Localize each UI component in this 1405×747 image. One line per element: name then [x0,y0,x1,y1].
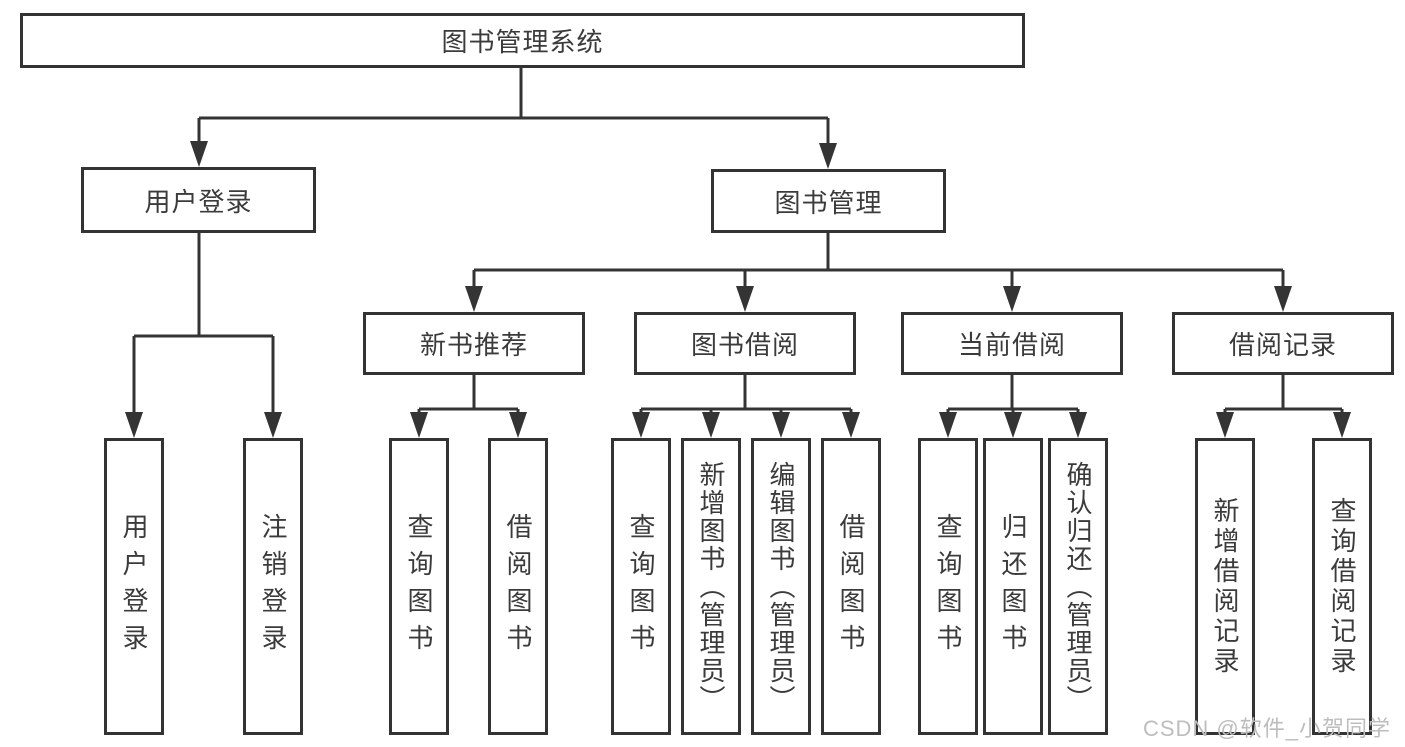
leaf-current-query-label: 查询图书 [933,512,963,661]
node-book-management-label: 图书管理 [774,187,883,218]
arrowhead [264,412,282,438]
arrowhead [1274,286,1292,312]
arrowhead [1216,412,1234,438]
leaf-records-add-label: 新增借阅记录 [1210,496,1240,677]
arrowhead [1003,286,1021,312]
arrowhead [842,412,860,438]
arrowhead [819,143,837,169]
arrowhead [632,412,650,438]
leaf-records-add: 新增借阅记录 [1195,438,1255,735]
leaf-current-return: 归还图书 [983,438,1043,735]
leaf-newbook-borrow: 借阅图书 [488,438,548,735]
node-current-borrow-label: 当前借阅 [957,330,1066,360]
leaf-user-login-label: 用户登录 [119,512,149,661]
watermark-credit: CSDN @软件_小贺同学 [1142,716,1391,741]
leaf-newbook-query: 查询图书 [389,438,449,735]
arrowhead [939,412,957,438]
node-borrow-records: 借阅记录 [1172,312,1394,375]
arrowhead [410,412,428,438]
leaf-current-confirm-admin-label: 确认归还（管理员） [1063,460,1093,713]
arrowhead [1004,412,1022,438]
arrowhead [702,412,720,438]
leaf-current-confirm-admin: 确认归还（管理员） [1048,438,1108,735]
arrowhead [125,412,143,438]
arrowhead [1333,412,1351,438]
node-book-borrow-label: 图书借阅 [690,330,799,360]
arrowheads [125,141,1351,438]
leaf-user-login: 用户登录 [104,438,164,735]
leaf-logout-label: 注销登录 [258,512,288,661]
leaf-current-return-label: 归还图书 [998,512,1028,661]
arrowhead [509,412,527,438]
leaf-newbook-query-label: 查询图书 [404,512,434,661]
leaf-records-query-label: 查询借阅记录 [1327,496,1357,677]
arrowhead [1069,412,1087,438]
arrowhead [736,286,754,312]
leaf-newbook-borrow-label: 借阅图书 [503,512,533,661]
node-current-borrow: 当前借阅 [901,312,1123,375]
node-root: 图书管理系统 [20,13,1025,68]
node-new-book-recommend-label: 新书推荐 [419,330,528,360]
leaf-logout: 注销登录 [243,438,303,735]
node-root-label: 图书管理系统 [441,27,604,57]
node-book-borrow: 图书借阅 [634,312,856,375]
node-book-management: 图书管理 [711,169,946,233]
leaf-records-query: 查询借阅记录 [1312,438,1372,735]
node-borrow-records-label: 借阅记录 [1228,330,1337,360]
leaf-borrow-add-admin-label: 新增图书（管理员） [696,460,726,713]
leaf-borrow-edit-admin-label: 编辑图书（管理员） [766,460,796,713]
arrowhead [772,412,790,438]
leaf-borrow-query-label: 查询图书 [626,512,656,661]
leaf-borrow-query: 查询图书 [611,438,671,735]
leaf-borrow-edit-admin: 编辑图书（管理员） [751,438,811,735]
leaf-current-query: 查询图书 [918,438,978,735]
arrowhead [465,286,483,312]
arrowhead [190,141,208,167]
node-new-book-recommend: 新书推荐 [363,312,585,375]
node-user-login-label: 用户登录 [144,186,253,217]
node-user-login: 用户登录 [81,167,316,233]
connector-paths [132,68,1344,434]
leaf-borrow-book-label: 借阅图书 [836,512,866,661]
leaf-borrow-add-admin: 新增图书（管理员） [681,438,741,735]
leaf-borrow-book: 借阅图书 [821,438,881,735]
